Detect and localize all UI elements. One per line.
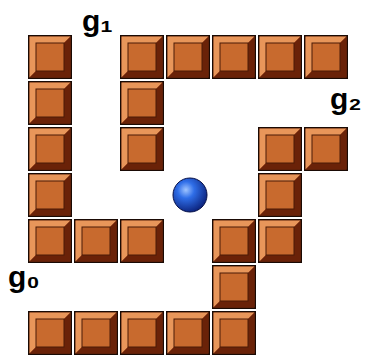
wall-blocks: [28, 35, 348, 355]
goal-label: g₀: [8, 262, 40, 292]
agent-ball: [173, 178, 207, 212]
goal-label: g₁: [82, 6, 113, 36]
goal-label: g₂: [330, 84, 362, 114]
